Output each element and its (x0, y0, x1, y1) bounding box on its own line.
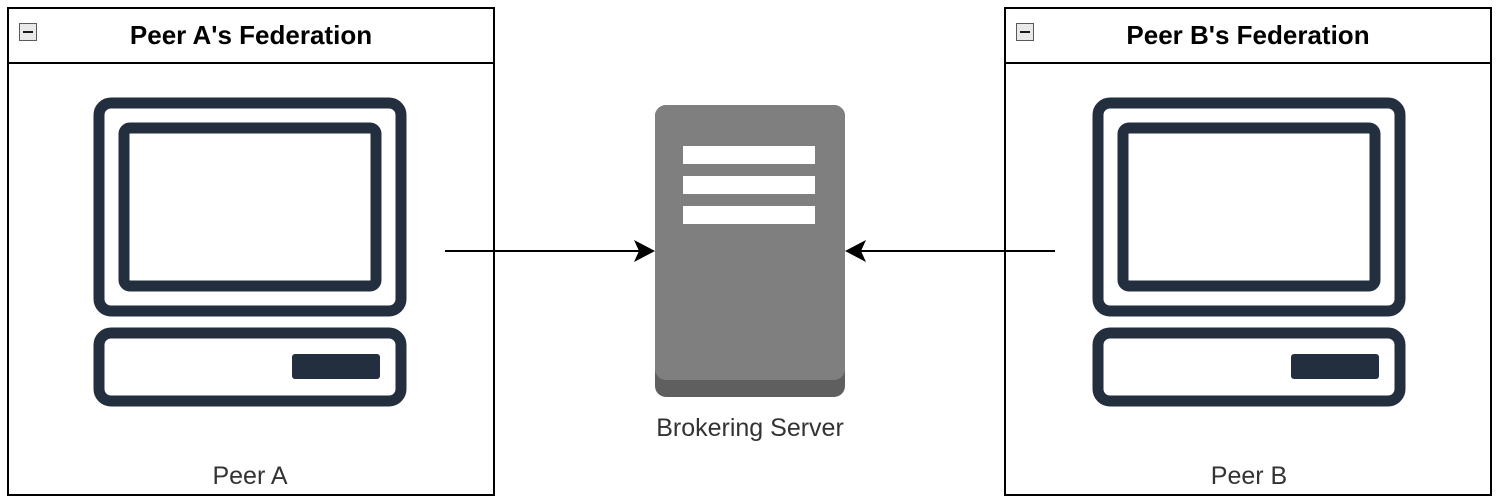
arrowhead-left-icon (845, 240, 866, 262)
computer-icon (93, 97, 407, 407)
peer-b-label: Peer B (1210, 462, 1288, 490)
federation-a-header: Peer A's Federation (9, 9, 493, 64)
peer-a-label: Peer A (212, 462, 288, 490)
computer-icon (1092, 97, 1406, 407)
federation-b-header: Peer B's Federation (1006, 9, 1490, 64)
federation-a-title: Peer A's Federation (129, 20, 373, 50)
federation-b-container: Peer B's Federation (1004, 7, 1492, 496)
federation-a-container: Peer A's Federation (7, 7, 495, 496)
server-icon (655, 105, 845, 397)
collapse-icon[interactable] (19, 23, 37, 41)
federation-b-title: Peer B's Federation (1126, 20, 1370, 50)
collapse-icon[interactable] (1016, 23, 1034, 41)
broker-label: Brokering Server (656, 414, 844, 442)
arrowhead-right-icon (634, 240, 655, 262)
